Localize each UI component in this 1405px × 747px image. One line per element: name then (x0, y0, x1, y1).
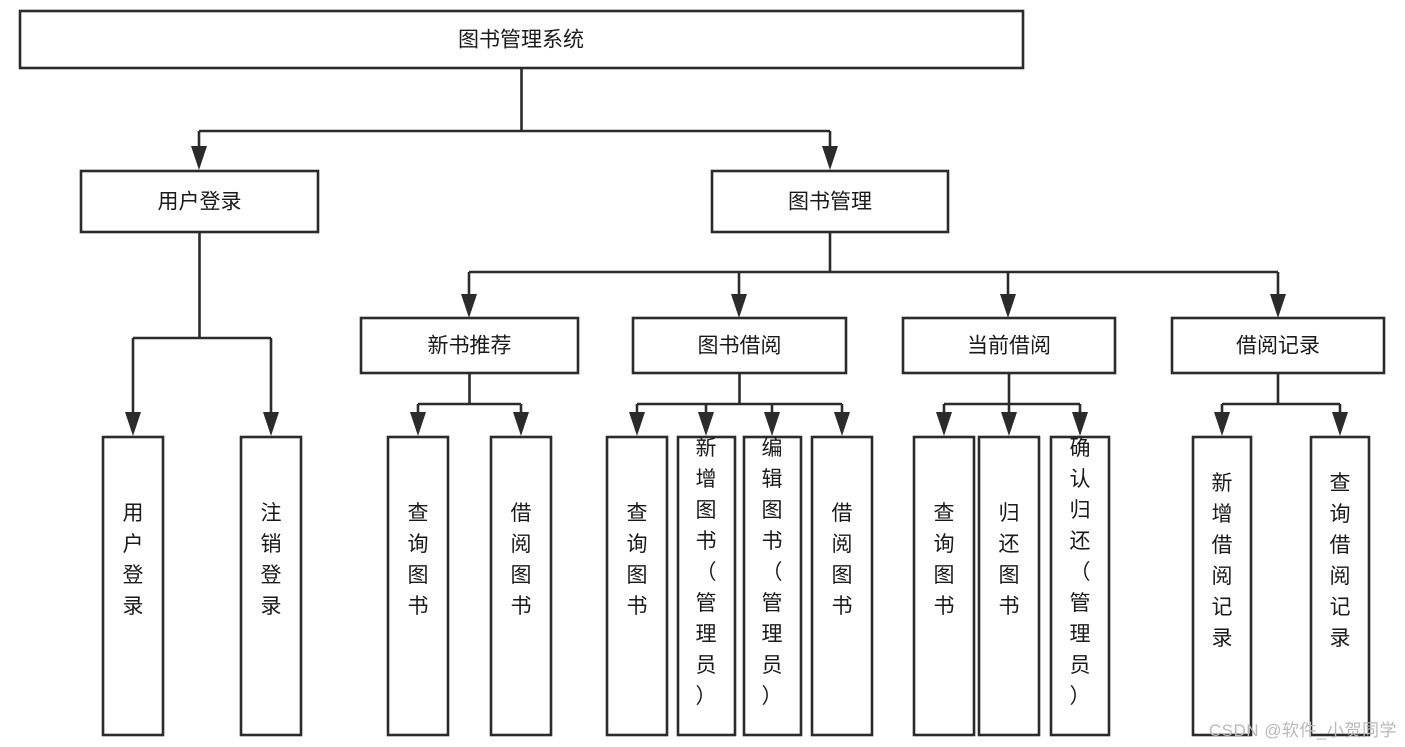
leaf-query-record-label: 查询借阅记录 (1330, 472, 1351, 650)
node-leaf-user-logout[interactable]: 注销登录 (239, 435, 303, 737)
leaf-borrow-book-1-label: 借阅图书 (511, 502, 532, 618)
leaf-edit-book-box (742, 435, 803, 737)
new-book-recommend-label: 新书推荐 (428, 335, 512, 358)
node-new-book-recommend[interactable]: 新书推荐 (359, 316, 580, 375)
leaf-borrow-book-2-box (810, 435, 874, 737)
leaf-borrow-book-1-box (489, 435, 553, 737)
root-label: 图书管理系统 (458, 29, 584, 52)
node-leaf-user-login[interactable]: 用户登录 (101, 435, 165, 737)
leaf-add-record-box (1191, 435, 1253, 737)
leaf-user-login-box (101, 435, 165, 737)
arrow-icon-leaf-add-record (1214, 412, 1230, 436)
connector-borrow-record-to-leaves (1214, 373, 1348, 436)
leaf-query-record-box (1309, 435, 1371, 737)
leaf-query-book-3-label: 查询图书 (934, 502, 955, 618)
leaf-query-book-1-label: 查询图书 (408, 502, 429, 618)
node-book-borrow[interactable]: 图书借阅 (631, 316, 848, 375)
node-leaf-query-book-3[interactable]: 查询图书 (912, 435, 976, 737)
arrow-icon-leaf-borrow-book-1 (513, 412, 529, 436)
node-leaf-confirm-return[interactable]: 确认归还（管理员） (1049, 435, 1111, 737)
leaf-borrow-book-2-label: 借阅图书 (832, 502, 853, 618)
leaf-user-login-label: 用户登录 (123, 502, 144, 618)
connector-new-book-recommend-to-leaves (410, 373, 529, 436)
arrow-icon-borrow-record (1270, 294, 1286, 318)
node-leaf-query-book-2[interactable]: 查询图书 (605, 435, 669, 737)
leaf-return-book-box (977, 435, 1041, 737)
leaf-query-book-1-box (386, 435, 450, 737)
book-borrow-label: 图书借阅 (698, 335, 782, 358)
connector-user-login-to-leaves (125, 232, 279, 436)
connector-book-manage-to-level2 (461, 232, 1286, 318)
current-borrow-box (901, 316, 1117, 375)
node-leaf-add-book[interactable]: 新增图书（管理员） (676, 435, 737, 737)
connector-root-to-level1 (191, 68, 838, 170)
leaf-query-book-2-box (605, 435, 669, 737)
borrow-record-label: 借阅记录 (1236, 335, 1320, 358)
current-borrow-label: 当前借阅 (967, 335, 1051, 358)
root-box (18, 9, 1025, 70)
book-manage-box (710, 169, 950, 234)
node-root[interactable]: 图书管理系统 (18, 9, 1025, 70)
arrow-icon-leaf-query-book-2 (629, 412, 645, 436)
arrow-icon-leaf-return-book (1001, 412, 1017, 436)
leaf-add-book-label: 新增图书（管理员） (696, 437, 717, 708)
leaf-edit-book-label: 编辑图书（管理员） (762, 437, 783, 708)
book-borrow-box (631, 316, 848, 375)
arrow-icon-leaf-borrow-book-2 (834, 412, 850, 436)
leaf-query-book-3-box (912, 435, 976, 737)
node-leaf-borrow-book-1[interactable]: 借阅图书 (489, 435, 553, 737)
leaf-user-logout-box (239, 435, 303, 737)
leaf-add-book-box (676, 435, 737, 737)
book-manage-label: 图书管理 (788, 191, 872, 214)
arrow-icon-leaf-edit-book (764, 412, 780, 436)
node-leaf-add-record[interactable]: 新增借阅记录 (1191, 435, 1253, 737)
leaf-query-book-2-label: 查询图书 (627, 502, 648, 618)
node-user-login[interactable]: 用户登录 (79, 169, 320, 234)
arrow-icon-leaf-query-book-3 (936, 412, 952, 436)
node-leaf-edit-book[interactable]: 编辑图书（管理员） (742, 435, 803, 737)
new-book-recommend-box (359, 316, 580, 375)
node-current-borrow[interactable]: 当前借阅 (901, 316, 1117, 375)
leaf-add-record-label: 新增借阅记录 (1212, 472, 1233, 650)
node-leaf-borrow-book-2[interactable]: 借阅图书 (810, 435, 874, 737)
user-login-label: 用户登录 (158, 191, 242, 214)
leaf-confirm-return-label: 确认归还（管理员） (1070, 437, 1091, 708)
arrow-icon-user-login (191, 146, 207, 170)
arrow-icon-leaf-query-record (1332, 412, 1348, 436)
arrow-icon-leaf-confirm-return (1072, 412, 1088, 436)
arrow-icon-new-book-recommend (461, 294, 477, 318)
arrow-icon-leaf-query-book-1 (410, 412, 426, 436)
arrow-icon-current-borrow (1000, 294, 1016, 318)
arrow-icon-book-manage (822, 146, 838, 170)
borrow-record-box (1170, 316, 1386, 375)
leaf-user-logout-label: 注销登录 (261, 502, 282, 618)
connector-current-borrow-to-leaves (936, 373, 1088, 436)
leaf-confirm-return-box (1049, 435, 1111, 737)
arrow-icon-book-borrow (731, 294, 747, 318)
node-leaf-query-book-1[interactable]: 查询图书 (386, 435, 450, 737)
connector-book-borrow-to-leaves (629, 373, 850, 436)
node-leaf-return-book[interactable]: 归还图书 (977, 435, 1041, 737)
node-borrow-record[interactable]: 借阅记录 (1170, 316, 1386, 375)
node-leaf-query-record[interactable]: 查询借阅记录 (1309, 435, 1371, 737)
arrow-icon-leaf-add-book (698, 412, 714, 436)
leaf-return-book-label: 归还图书 (999, 502, 1020, 618)
arrow-icon-leaf-user-logout (263, 412, 279, 436)
arrow-icon-leaf-user-login (125, 412, 141, 436)
node-book-manage[interactable]: 图书管理 (710, 169, 950, 234)
